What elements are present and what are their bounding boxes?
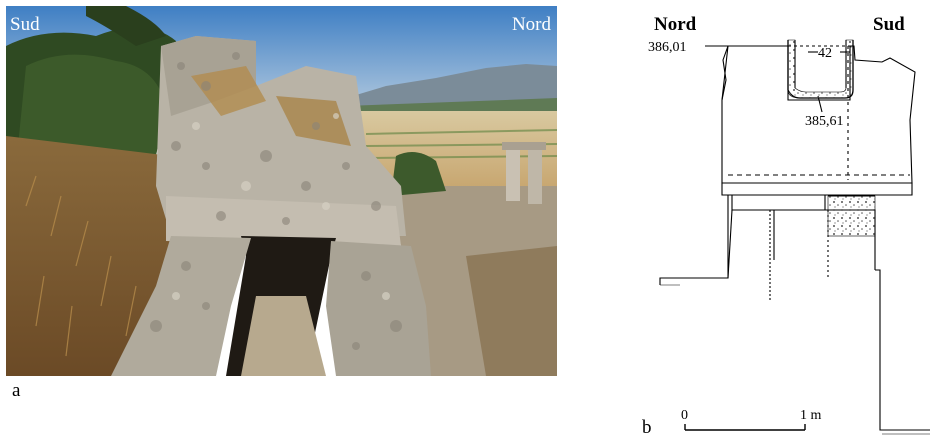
photo-label-right: Nord <box>511 14 551 35</box>
photo-label-left: Sud <box>10 14 40 35</box>
section-drawing: Nord Sud 386,01 42 385,61 0 1 m b <box>642 14 930 438</box>
drawing-label-right: Sud <box>873 14 905 35</box>
width-dimension: 42 <box>818 46 832 61</box>
drawing-label-left: Nord <box>654 14 697 35</box>
elevation-bottom: 385,61 <box>805 114 844 129</box>
panel-b-letter: b <box>642 417 652 438</box>
scale-end: 1 m <box>800 408 822 423</box>
lower-rubble <box>827 195 876 237</box>
drawing-panel-b: Nord Sud 386,01 42 385,61 0 1 m b <box>560 0 935 442</box>
photo-panel-a: Sud Nord <box>6 6 557 376</box>
scale-start: 0 <box>681 408 688 423</box>
panel-a-letter: a <box>12 380 21 401</box>
photo-image <box>6 6 557 376</box>
channel-rubble <box>787 39 854 99</box>
elevation-top: 386,01 <box>648 40 687 55</box>
